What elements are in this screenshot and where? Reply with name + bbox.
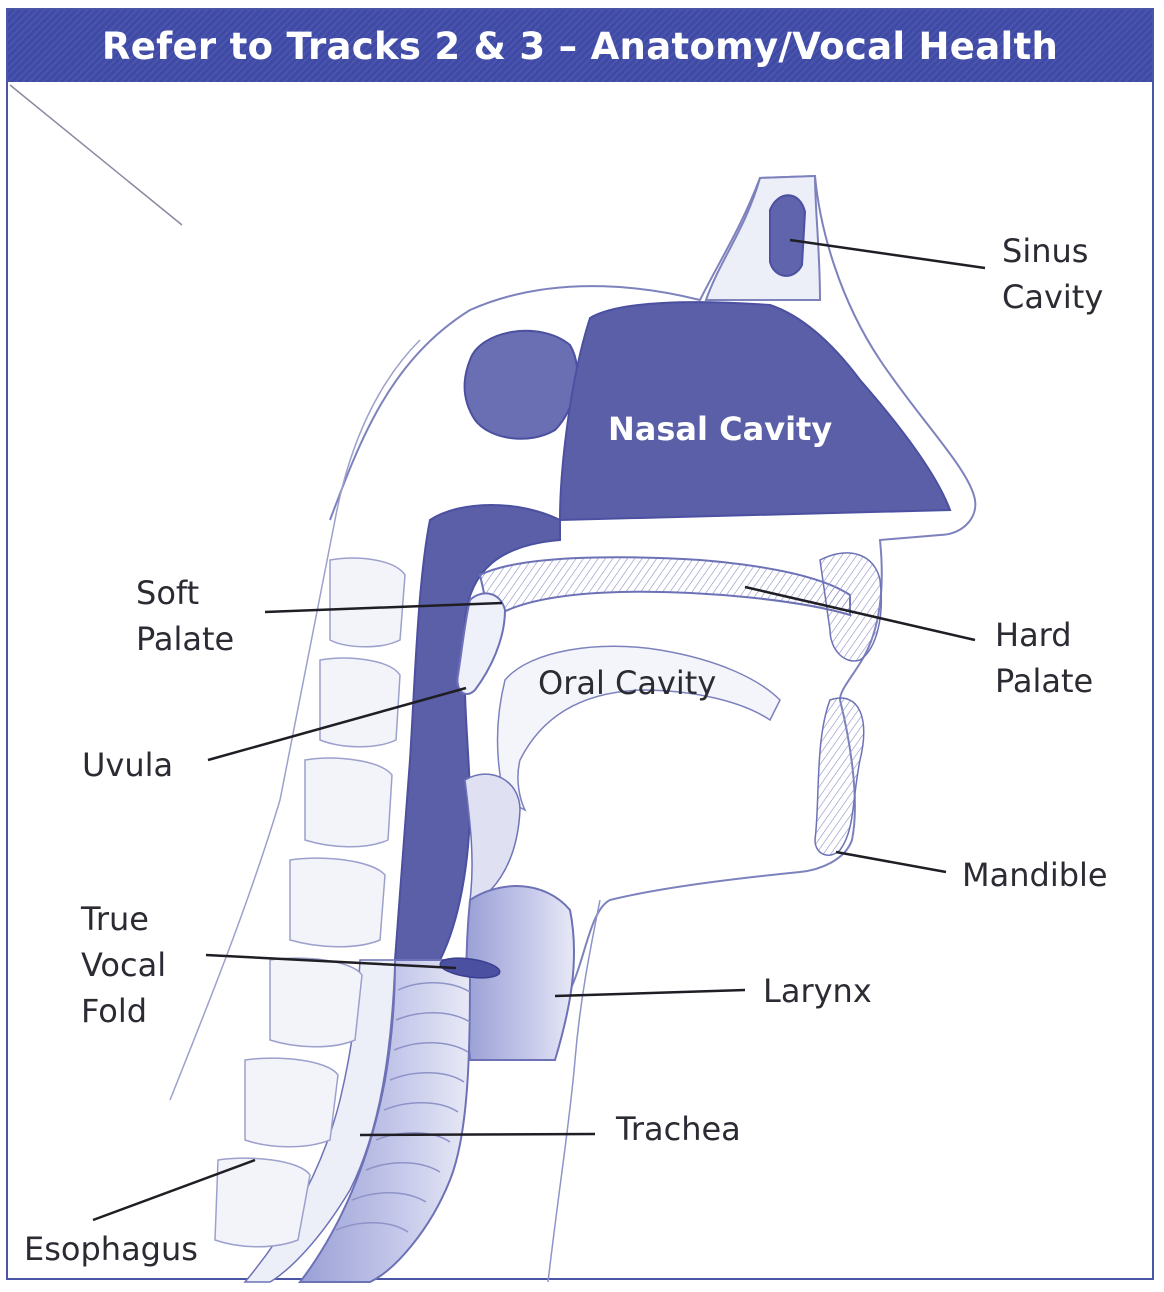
larynx-leader: [554, 988, 746, 998]
esophagus-leader: [92, 1158, 256, 1222]
upper-teeth: [819, 552, 883, 662]
sinus-cavity-leader: [789, 238, 986, 270]
hard-palate-band: [478, 556, 851, 622]
label-trachea: Trachea: [616, 1110, 741, 1148]
uvula-leader: [207, 686, 467, 762]
cervical-spine: [214, 557, 406, 1248]
label-hard-palate-line2: Palate: [995, 662, 1094, 700]
label-larynx: Larynx: [763, 972, 872, 1010]
sphenoid-sinus: [463, 329, 579, 440]
label-sinus-cavity-line2: Cavity: [1002, 278, 1104, 316]
label-soft-palate-line1: Soft: [136, 574, 200, 612]
title-banner: Refer to Tracks 2 & 3 – Anatomy/Vocal He…: [8, 10, 1152, 82]
label-soft-palate: Soft Palate: [136, 570, 234, 662]
sinus-cavity-shape: [769, 194, 807, 277]
label-hard-palate-line1: Hard: [995, 616, 1072, 654]
leader-lines: [92, 238, 986, 1222]
true-vocal-fold-shape: [439, 957, 501, 979]
lower-lip: [814, 697, 865, 856]
nasal-cavity-shape: [558, 301, 952, 522]
trachea-leader: [359, 1132, 596, 1137]
neck-contour: [547, 899, 601, 1283]
face-outline: [329, 174, 977, 991]
soft-palate-leader: [264, 601, 503, 614]
page-title: Refer to Tracks 2 & 3 – Anatomy/Vocal He…: [101, 24, 1059, 68]
back-of-head-contour: [169, 339, 421, 1101]
trachea-rings: [335, 982, 471, 1233]
label-sinus-cavity-line1: Sinus: [1002, 232, 1089, 270]
esophagus-tube: [243, 959, 396, 1283]
soft-palate-shape: [456, 592, 507, 695]
label-true-vocal-fold-line1: True: [81, 900, 149, 938]
hard-palate-leader: [744, 585, 976, 642]
true-vocal-fold-leader: [205, 953, 457, 970]
label-hard-palate: Hard Palate: [995, 612, 1093, 704]
epiglottis: [464, 773, 521, 901]
label-true-vocal-fold-line2: Vocal: [81, 946, 167, 984]
label-oral-cavity: Oral Cavity: [538, 664, 717, 702]
trachea-tube: [297, 959, 472, 1283]
corner-scratch-line: [9, 84, 183, 226]
label-soft-palate-line2: Palate: [136, 620, 235, 658]
label-mandible: Mandible: [962, 856, 1108, 894]
mandible-leader: [835, 850, 947, 874]
diagram-frame: Refer to Tracks 2 & 3 – Anatomy/Vocal He…: [6, 8, 1154, 1280]
label-true-vocal-fold: True Vocal Fold: [81, 896, 166, 1034]
label-esophagus: Esophagus: [24, 1230, 198, 1268]
label-uvula: Uvula: [82, 746, 174, 784]
label-sinus-cavity: Sinus Cavity: [1002, 228, 1103, 320]
label-true-vocal-fold-line3: Fold: [81, 992, 148, 1030]
label-nasal-cavity: Nasal Cavity: [608, 410, 833, 448]
